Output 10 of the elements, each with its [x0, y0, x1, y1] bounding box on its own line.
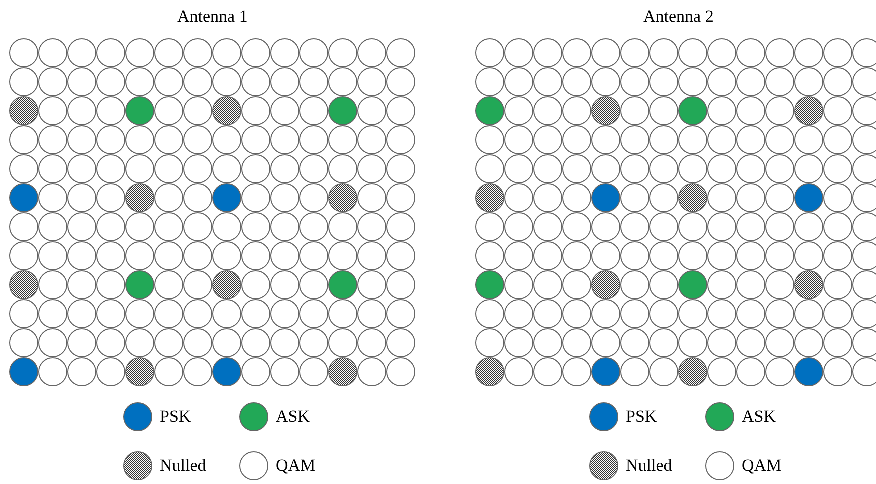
legend-label: Nulled: [626, 456, 672, 476]
legend-label: ASK: [276, 407, 310, 427]
legend-label: ASK: [742, 407, 776, 427]
legend-label: Nulled: [160, 456, 206, 476]
antenna-title: Antenna 2: [644, 7, 714, 27]
antenna-title: Antenna 1: [178, 7, 248, 27]
legend-label: QAM: [276, 456, 316, 476]
legend-label: QAM: [742, 456, 782, 476]
legend-label: PSK: [160, 407, 192, 427]
legend-label: PSK: [626, 407, 658, 427]
